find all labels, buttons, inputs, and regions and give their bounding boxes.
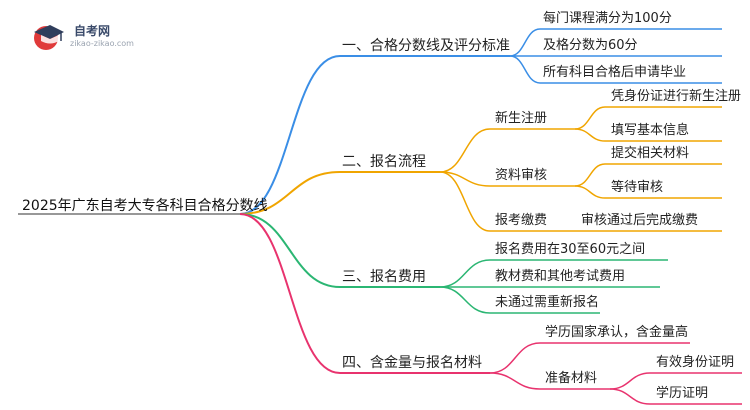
branch-connector	[239, 213, 341, 288]
leaf-label: 未通过需重新报名	[495, 295, 600, 310]
leaf-connector	[509, 55, 541, 84]
branch-connector	[239, 171, 341, 215]
sub-label: 报考缴费	[495, 213, 548, 228]
leaf-connector	[609, 388, 651, 405]
leaf-label: 及格分数为60分	[543, 38, 638, 53]
leaf-label: 有效身份证明	[656, 355, 735, 370]
branch-label: 二、报名流程	[342, 154, 426, 170]
leaf-label: 教材费和其他考试费用	[495, 269, 626, 284]
graduation-cap-icon	[34, 25, 64, 50]
leaf-label: 等待审核	[611, 180, 664, 195]
leaf-connector	[439, 259, 491, 288]
branch-label: 三、报名费用	[342, 269, 426, 285]
leaf-connector	[574, 163, 606, 187]
sub-connector	[489, 372, 541, 390]
leaf-connector	[574, 106, 606, 130]
branch-connector	[239, 55, 341, 215]
branch-connector	[239, 213, 341, 374]
logo-name: 自考网	[74, 24, 111, 38]
mindmap-root: 2025年广东自考大专各科目合格分数线	[22, 198, 268, 214]
sub-connector	[439, 171, 491, 232]
branch-label: 一、合格分数线及评分标准	[342, 38, 510, 54]
sub-label: 新生注册	[495, 111, 548, 126]
leaf-connector	[489, 342, 541, 374]
leaf-label: 填写基本信息	[611, 123, 690, 138]
leaf-connector	[439, 286, 491, 314]
branch-label: 四、含金量与报名材料	[342, 355, 482, 371]
leaf-connector	[509, 28, 541, 57]
leaf-connector	[574, 128, 606, 142]
leaf-label: 学历国家承认，含金量高	[545, 325, 689, 340]
leaf-label: 所有科目合格后申请毕业	[543, 65, 687, 80]
leaf-label: 凭身份证进行新生注册	[611, 89, 742, 104]
sub-connector	[439, 128, 491, 173]
leaf-label: 学历证明	[656, 386, 709, 401]
leaf-label: 审核通过后完成缴费	[581, 213, 699, 228]
leaf-connector	[574, 185, 606, 199]
sub-label: 准备材料	[545, 371, 598, 386]
logo-url: zikao-zikao.com	[70, 39, 134, 48]
leaf-connector	[609, 372, 651, 390]
leaf-label: 每门课程满分为100分	[543, 11, 672, 26]
site-logo[interactable]: 自考网 zikao-zikao.com	[30, 20, 140, 54]
sub-label: 资料审核	[495, 168, 548, 183]
leaf-label: 报名费用在30至60元之间	[495, 242, 646, 257]
leaf-label: 提交相关材料	[611, 146, 690, 161]
